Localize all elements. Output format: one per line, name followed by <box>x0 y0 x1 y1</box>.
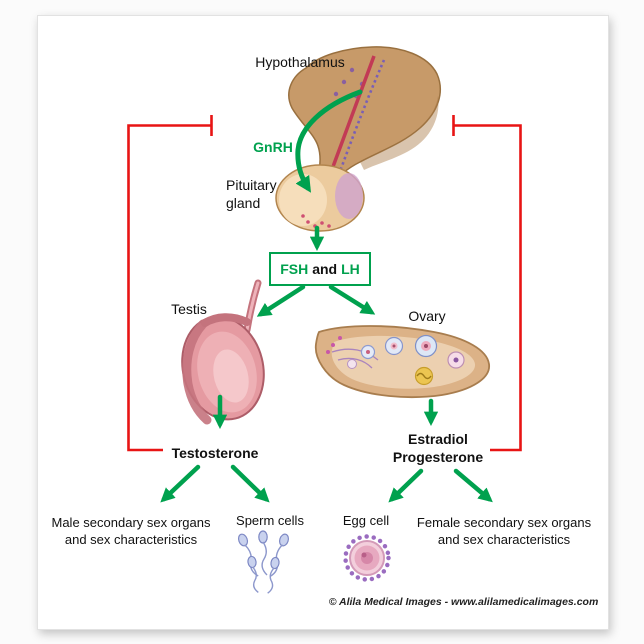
arrow-estradiol-to-egg <box>388 468 424 503</box>
ovary-illustration <box>314 325 490 399</box>
fsh-lh-box: FSH and LH <box>269 252 371 286</box>
hypothalamus-label: Hypothalamus <box>255 54 345 70</box>
arrow-testosterone-to-sperm <box>230 464 270 503</box>
progesterone-label: Progesterone <box>392 449 484 466</box>
arrow-testosterone-to-male-organs <box>160 464 201 503</box>
testosterone-label: Testosterone <box>171 445 259 461</box>
female-secondary-label: Female secondary sex organs and sex char… <box>416 515 592 547</box>
estradiol-progesterone-label: Estradiol Progesterone <box>378 430 498 466</box>
male-secondary-label: Male secondary sex organs and sex charac… <box>51 515 211 547</box>
gnrh-label: GnRH <box>253 139 293 155</box>
fsh-label: FSH <box>280 261 309 277</box>
sperm-cells-illustration <box>237 530 290 594</box>
egg-cell-illustration <box>343 534 391 582</box>
arrow-fshlh-to-ovary <box>328 284 376 315</box>
and-label: and <box>312 261 338 277</box>
egg-cell-label: Egg cell <box>342 513 390 528</box>
copyright-text: © Alila Medical Images - www.alilamedica… <box>328 596 599 608</box>
pituitary-gland-label: Pituitary gland <box>226 177 277 212</box>
arrow-estradiol-to-female-organs <box>453 468 493 503</box>
negative-feedback-right <box>452 115 522 452</box>
sperm-cells-label: Sperm cells <box>236 513 304 528</box>
ovary-label: Ovary <box>408 308 446 324</box>
arrow-fshlh-to-testis <box>256 284 306 317</box>
estradiol-label: Estradiol <box>408 431 468 447</box>
testis-illustration <box>181 279 265 425</box>
negative-feedback-left <box>127 115 213 452</box>
lh-label: LH <box>341 261 360 277</box>
testis-label: Testis <box>171 301 207 317</box>
gnrh-arrow <box>295 89 363 193</box>
